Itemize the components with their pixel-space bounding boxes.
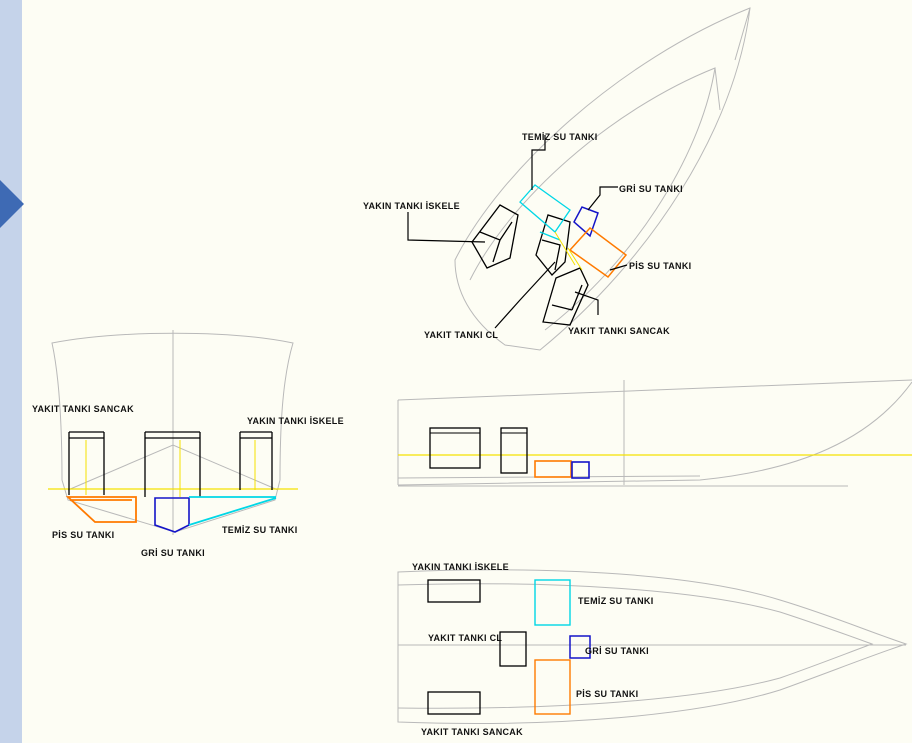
iso-leader-yakin <box>407 212 486 243</box>
front-fuel-tank-starboard <box>68 431 105 495</box>
side-fuel-tank-mid <box>500 427 528 474</box>
plan-label-pis: PİS SU TANKI <box>576 689 638 699</box>
iso-leader-pis <box>609 264 628 271</box>
front-fuel-tank-cl <box>144 431 201 497</box>
plan-hull-inner <box>397 583 874 709</box>
front-label-temiz: TEMİZ SU TANKI <box>222 525 298 535</box>
iso-leader-gri <box>587 186 618 211</box>
plan-label-yakin-iskele: YAKIN TANKI İSKELE <box>412 562 509 572</box>
iso-fresh-water-tank <box>519 184 571 241</box>
plan-fuel-tank-port <box>427 579 481 603</box>
plan-fresh-water-tank <box>534 579 571 626</box>
side-deck-line <box>397 379 912 401</box>
iso-fuel-tank-cl <box>535 214 571 276</box>
front-fuel-tank-port <box>239 431 273 490</box>
iso-keel-line <box>714 7 751 111</box>
side-fuel-tank-aft <box>429 427 481 469</box>
front-hull-outline <box>51 332 294 533</box>
iso-grey-water-tank <box>573 206 599 238</box>
iso-black-water-tank <box>568 226 628 279</box>
iso-label-temiz: TEMİZ SU TANKI <box>522 132 598 142</box>
iso-hull-inner <box>469 67 716 331</box>
iso-leader-temiz <box>531 135 546 190</box>
iso-label-pis: PİS SU TANKI <box>629 261 691 271</box>
iso-label-yakit-cl: YAKIT TANKI CL <box>424 330 498 340</box>
front-label-yakit-sancak: YAKIT TANKI SANCAK <box>32 404 134 414</box>
iso-label-yakit-sancak: YAKIT TANKI SANCAK <box>568 326 670 336</box>
side-hull-bottom <box>397 381 912 486</box>
side-grey-water-tank <box>571 461 590 479</box>
plan-fuel-tank-starboard <box>427 691 481 715</box>
iso-label-gri: GRİ SU TANKI <box>619 184 683 194</box>
front-deadrise-lines <box>67 444 279 491</box>
plan-label-gri: GRİ SU TANKI <box>585 646 649 656</box>
front-grey-water-tank <box>154 497 190 533</box>
top-plan-view: YAKIN TANKI İSKELE TEMİZ SU TANKI YAKIT … <box>397 562 908 737</box>
plan-grey-water-tank <box>569 635 591 659</box>
side-profile-view <box>397 379 912 487</box>
iso-label-yakin-iskele: YAKIN TANKI İSKELE <box>363 201 460 211</box>
front-label-yakin-iskele: YAKIN TANKI İSKELE <box>247 416 344 426</box>
plan-label-temiz: TEMİZ SU TANKI <box>578 596 654 606</box>
iso-fuel-tank-port <box>471 204 519 269</box>
isometric-view: TEMİZ SU TANKI GRİ SU TANKI YAKIN TANKI … <box>363 7 751 351</box>
iso-hull-outer <box>454 7 751 351</box>
front-label-gri: GRİ SU TANKI <box>141 548 205 558</box>
front-black-water-tank <box>65 496 137 523</box>
iso-leader-yakit-cl <box>494 261 556 329</box>
front-fresh-water-tank <box>188 496 277 526</box>
side-black-water-tank <box>534 460 572 478</box>
plan-label-yakit-cl: YAKIT TANKI CL <box>428 633 502 643</box>
plan-black-water-tank <box>534 659 571 715</box>
front-label-pis: PİS SU TANKI <box>52 530 114 540</box>
plan-label-yakit-sancak: YAKIT TANKI SANCAK <box>421 727 523 737</box>
plan-fuel-tank-cl <box>499 631 527 667</box>
iso-yellow-lines <box>554 231 583 271</box>
front-yellow-verticals <box>85 440 256 497</box>
iso-leader-yakit-sancak <box>574 291 599 315</box>
next-arrow-icon[interactable] <box>0 180 24 228</box>
iso-fuel-tank-starboard <box>542 267 589 326</box>
plan-hull-outer <box>397 569 908 724</box>
front-section-view: YAKIT TANKI SANCAK YAKIN TANKI İSKELE Pİ… <box>32 330 344 558</box>
